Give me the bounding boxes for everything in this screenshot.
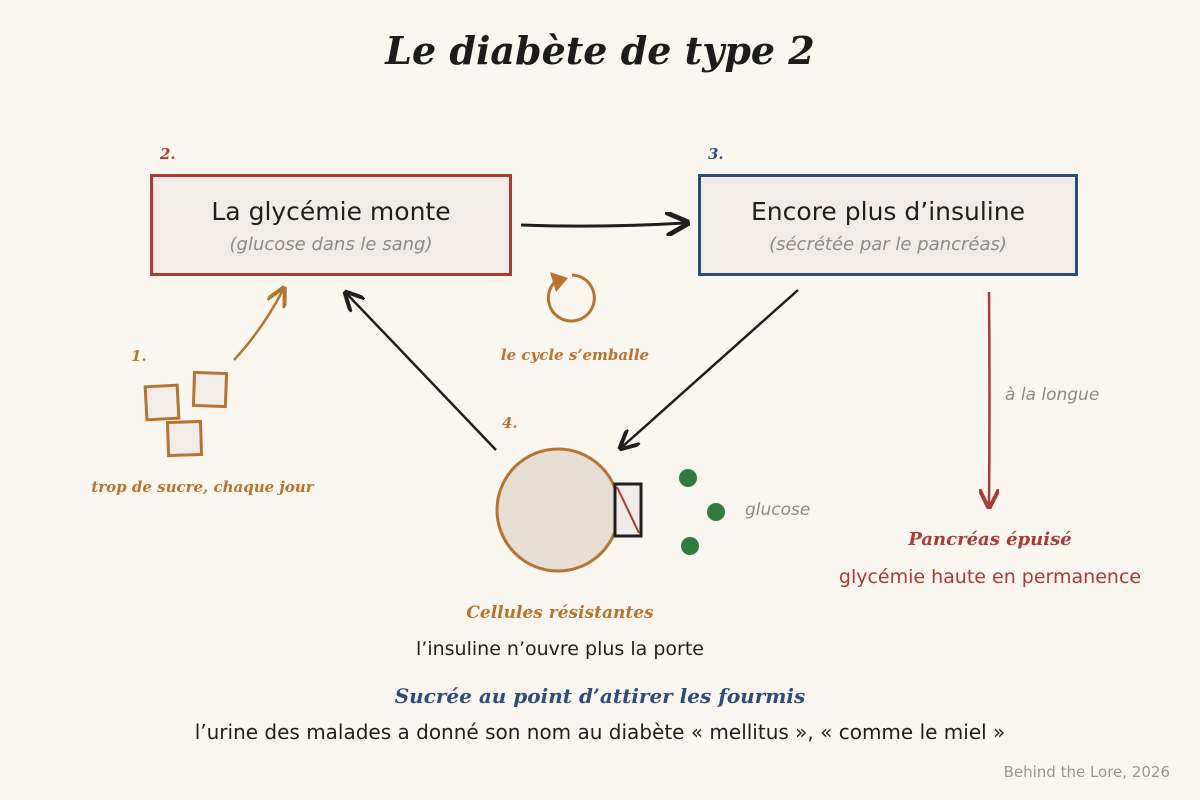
step-4-caption: Cellules résistantes bbox=[466, 603, 654, 623]
step-3-number: 3. bbox=[708, 145, 724, 163]
step-1-caption: trop de sucre, chaque jour bbox=[91, 478, 314, 496]
diagram-title: Le diabète de type 2 bbox=[385, 28, 815, 73]
credit-label: Behind the Lore, 2026 bbox=[1003, 763, 1170, 781]
step-1-number: 1. bbox=[131, 347, 147, 365]
cell-to-glycemia-arrow bbox=[347, 294, 497, 451]
glycemia-box-subtitle: (glucose dans le sang) bbox=[229, 234, 433, 255]
glycemia-box-title: La glycémie monte bbox=[211, 197, 451, 226]
cycle-label: le cycle s’emballe bbox=[500, 346, 650, 364]
glucose-dots-icon bbox=[679, 469, 725, 555]
glucose-label: glucose bbox=[745, 500, 811, 520]
glycemia-box: La glycémie monte (glucose dans le sang) bbox=[150, 174, 512, 276]
step-2-number: 2. bbox=[160, 145, 176, 163]
long-term-arrow bbox=[989, 291, 990, 505]
resistant-cell-icon bbox=[495, 447, 643, 573]
insulin-box: Encore plus d’insuline (sécrétée par le … bbox=[698, 174, 1078, 276]
cycle-icon bbox=[546, 272, 596, 323]
insulin-to-cell-arrow bbox=[622, 289, 799, 447]
glycemia-to-insulin-arrow bbox=[520, 223, 685, 226]
insulin-box-title: Encore plus d’insuline bbox=[751, 197, 1025, 226]
exhausted-pancreas-subtitle: glycémie haute en permanence bbox=[838, 566, 1142, 588]
long-term-arrow-label: à la longue bbox=[1005, 385, 1100, 405]
insulin-box-subtitle: (sécrétée par le pancréas) bbox=[769, 234, 1007, 255]
footer-text: l’urine des malades a donné son nom au d… bbox=[194, 720, 1006, 744]
step-4-subcaption: l’insuline n’ouvre plus la porte bbox=[416, 638, 704, 660]
footer-heading: Sucrée au point d’attirer les fourmis bbox=[394, 684, 806, 708]
step-4-number: 4. bbox=[502, 414, 518, 432]
sugar-to-glycemia-arrow bbox=[233, 290, 283, 361]
exhausted-pancreas-title: Pancréas épuisé bbox=[908, 529, 1072, 550]
sugar-cubes-icon bbox=[143, 370, 229, 458]
